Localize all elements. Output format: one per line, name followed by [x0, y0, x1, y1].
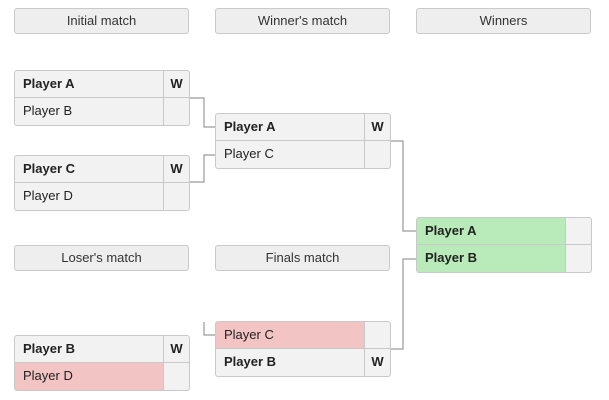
match-row[interactable]: Player B [14, 98, 190, 126]
result-badge: W [371, 354, 384, 369]
match-row[interactable]: Player B W [215, 349, 391, 377]
player-name: Player C [216, 322, 365, 348]
match-row[interactable]: Player C W [14, 155, 190, 183]
match-winners: Player A W Player C [215, 113, 391, 169]
match-row[interactable]: Player A [416, 217, 592, 245]
result-badge [164, 183, 189, 210]
player-name: Player A [15, 71, 164, 97]
result-badge [365, 322, 390, 348]
result-badge [566, 245, 591, 272]
player-name: Player C [15, 156, 164, 182]
match-initial-1: Player A W Player B [14, 70, 190, 126]
header-losers-match: Loser's match [14, 245, 189, 271]
result-badge [566, 218, 591, 244]
match-row[interactable]: Player D [14, 183, 190, 211]
result-badge: W [170, 341, 183, 356]
match-row[interactable]: Player C [215, 321, 391, 349]
match-row[interactable]: Player B [416, 245, 592, 273]
result-badge [164, 98, 189, 125]
player-name: Player B [417, 245, 566, 272]
player-name: Player D [15, 363, 164, 390]
player-name: Player C [216, 141, 365, 168]
header-initial-match: Initial match [14, 8, 189, 34]
player-name: Player A [216, 114, 365, 140]
match-initial-2: Player C W Player D [14, 155, 190, 211]
header-finals-match: Finals match [215, 245, 390, 271]
match-row[interactable]: Player B W [14, 335, 190, 363]
player-name: Player B [15, 336, 164, 362]
header-winners-match: Winner's match [215, 8, 390, 34]
match-row[interactable]: Player C [215, 141, 391, 169]
match-finals: Player C Player B W [215, 321, 391, 377]
player-name: Player B [216, 349, 365, 376]
player-name: Player A [417, 218, 566, 244]
result-badge: W [170, 161, 183, 176]
result-badge [164, 363, 189, 390]
player-name: Player B [15, 98, 164, 125]
match-losers: Player B W Player D [14, 335, 190, 391]
match-row[interactable]: Player A W [14, 70, 190, 98]
match-final-winners: Player A Player B [416, 217, 592, 273]
result-badge [365, 141, 390, 168]
header-winners: Winners [416, 8, 591, 34]
player-name: Player D [15, 183, 164, 210]
match-row[interactable]: Player D [14, 363, 190, 391]
match-row[interactable]: Player A W [215, 113, 391, 141]
result-badge: W [170, 76, 183, 91]
result-badge: W [371, 119, 384, 134]
